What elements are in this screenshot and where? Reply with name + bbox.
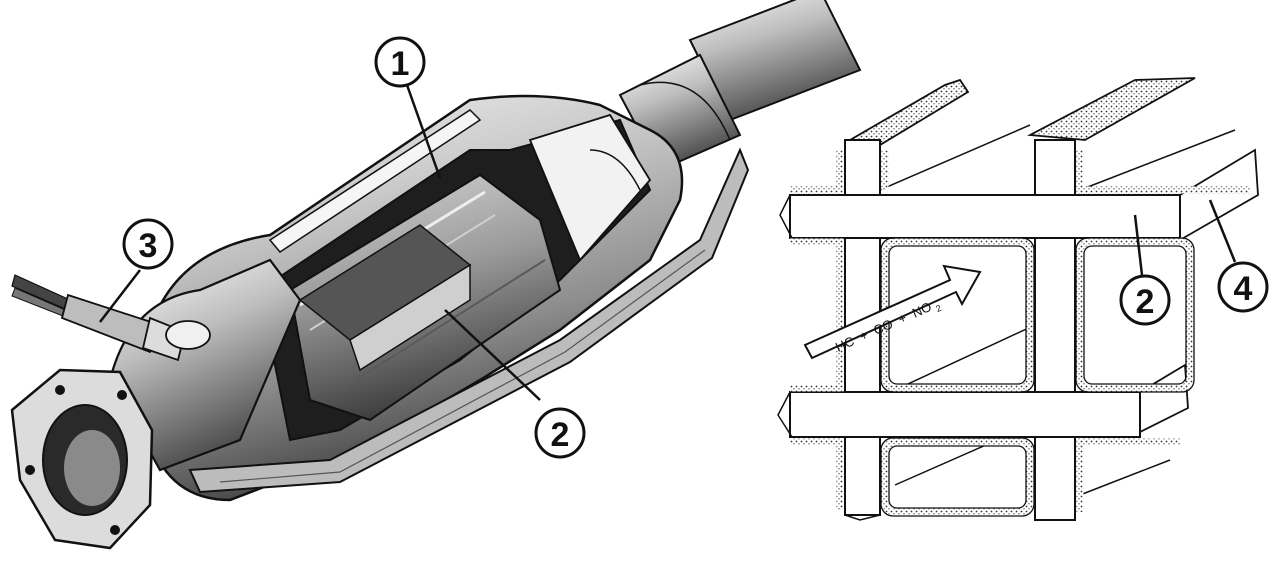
converter-illustration: 1 2 3 [10, 0, 862, 550]
substrate-wall-bottom [789, 391, 1141, 438]
heat-shield [188, 147, 750, 494]
flow-arrow-label: HC + CO + NO 2 [833, 295, 943, 357]
callout-1-label: 1 [391, 45, 410, 83]
honeycomb-cell-detail: HC + CO + NO 2 2 4 [777, 77, 1269, 521]
flow-co: CO [871, 316, 895, 338]
callout-3-label: 3 [139, 227, 158, 265]
inlet-flange [10, 368, 154, 550]
inlet-cone [108, 258, 302, 472]
flow-plus-2: + [896, 310, 909, 327]
oxygen-sensor [11, 274, 211, 362]
gas-flow-arrow: HC + CO + NO 2 [803, 264, 982, 360]
flow-no-subscript: 2 [934, 303, 943, 314]
leader-line-1 [405, 84, 442, 179]
leader-line-2-left [444, 309, 541, 401]
callout-4: 4 [1217, 261, 1269, 313]
callout-1: 1 [374, 36, 426, 88]
leader-line-2-right [1133, 214, 1144, 276]
callout-2-left: 2 [534, 407, 586, 459]
callout-2-left-label: 2 [551, 416, 570, 454]
callout-4-label: 4 [1234, 270, 1253, 308]
leader-line-4 [1208, 199, 1237, 263]
substrate-wall-top [789, 194, 1181, 239]
callout-3: 3 [122, 218, 174, 270]
callout-2-right: 2 [1119, 274, 1171, 326]
callout-2-right-label: 2 [1136, 283, 1155, 321]
flow-no: NO [910, 299, 934, 321]
outlet-cone [528, 113, 652, 262]
leader-line-3 [99, 269, 141, 323]
flow-hc: HC [833, 333, 856, 354]
